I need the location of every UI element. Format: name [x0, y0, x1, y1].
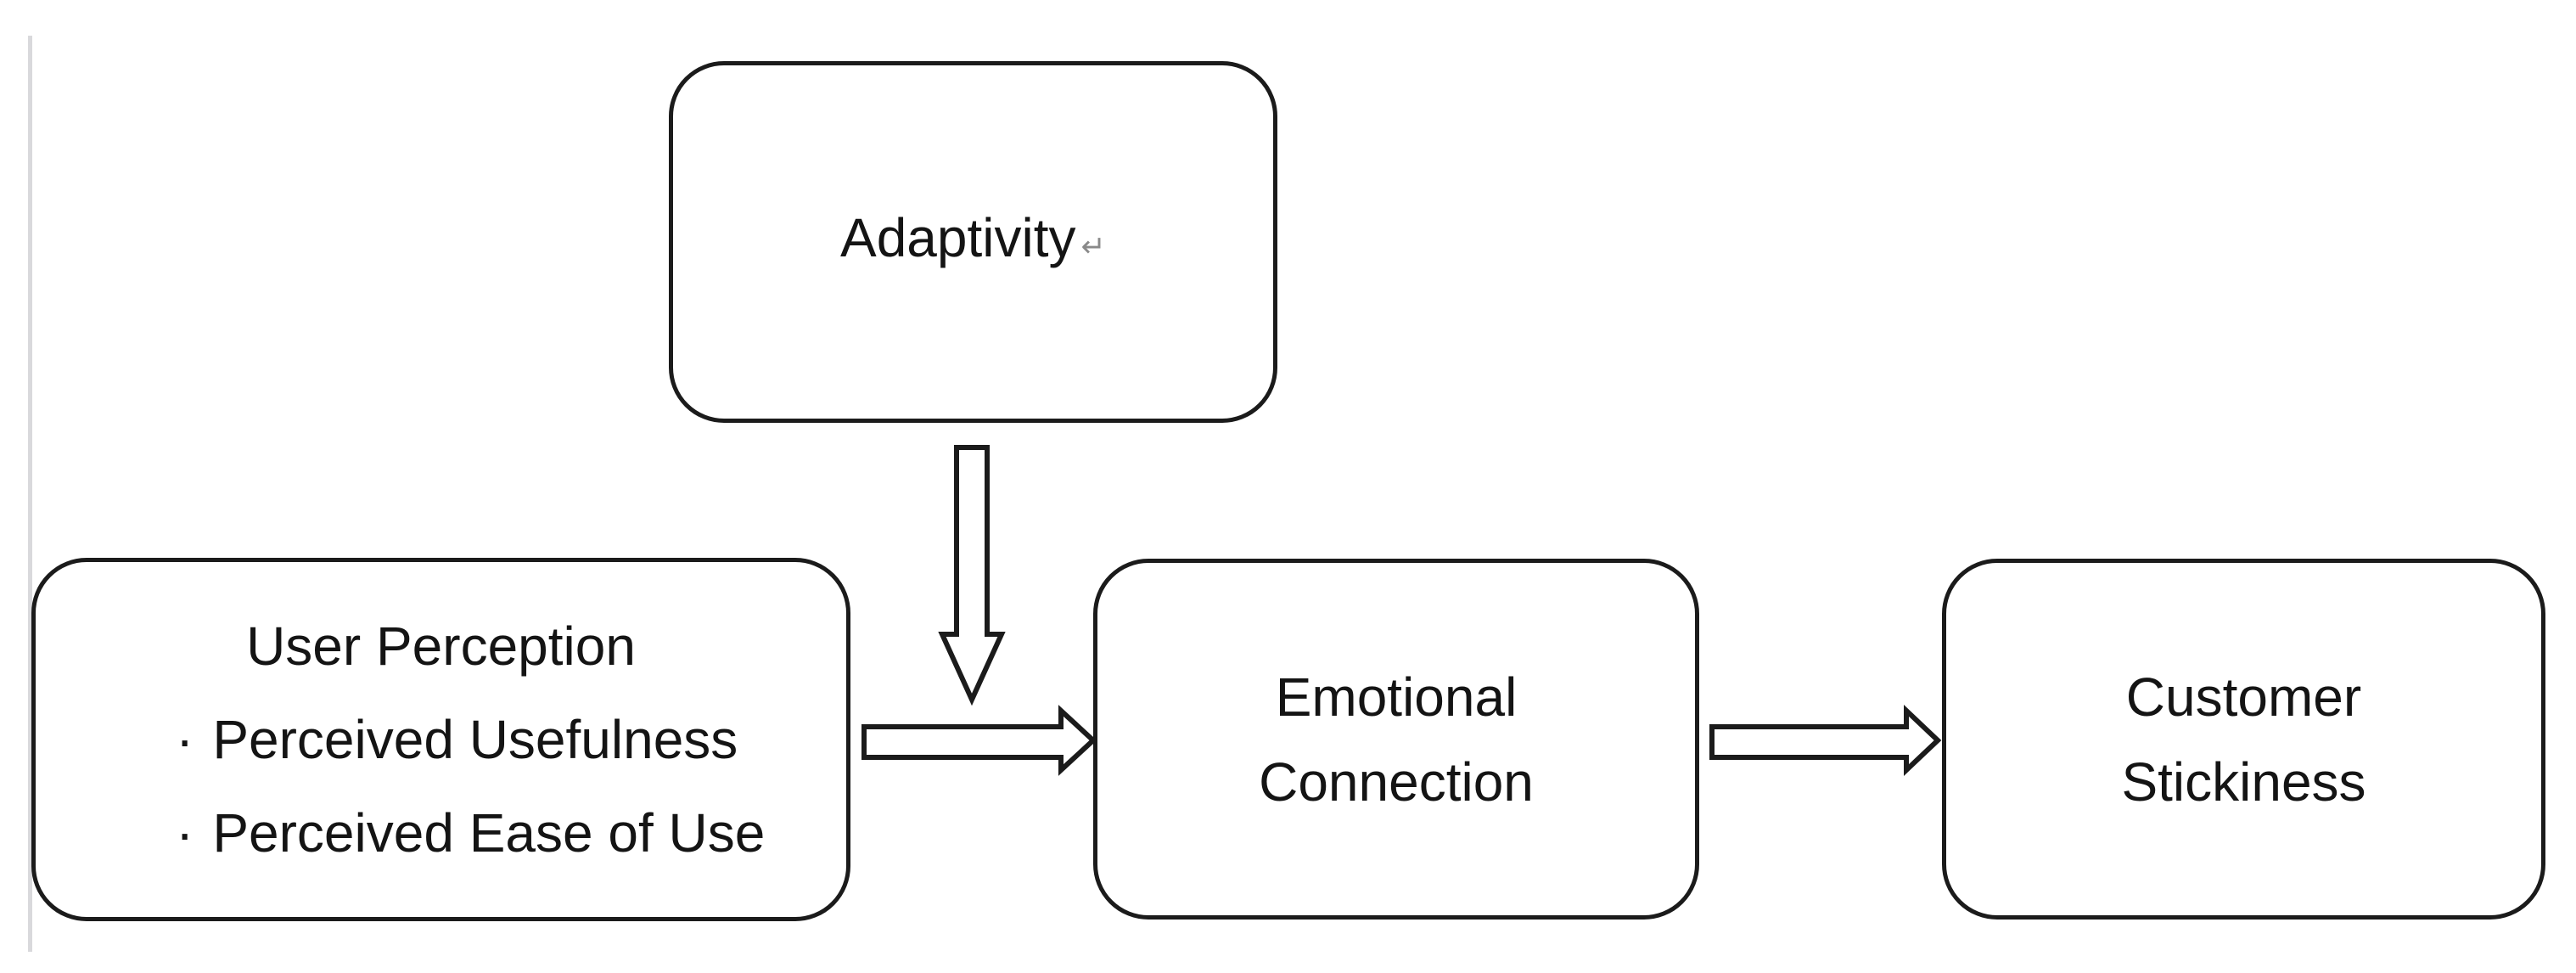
- page-margin-rule: [28, 36, 32, 952]
- arrow-emotional-connection-to-customer-stickiness: [1709, 705, 1942, 776]
- node-emotional-connection: Emotional Connection: [1093, 559, 1699, 920]
- node-user-perception: User Perception · Perceived Usefulness ·…: [31, 558, 850, 921]
- paragraph-return-mark: ↵: [1080, 229, 1106, 263]
- node-emotional-connection-line1: Emotional: [1275, 666, 1518, 728]
- node-adaptivity: Adaptivity↵: [669, 61, 1277, 423]
- bullet-dot: ·: [176, 709, 194, 770]
- arrow-adaptivity-down: [938, 445, 1006, 706]
- node-customer-stickiness-line1: Customer: [2125, 666, 2362, 728]
- bullet-item: · Perceived Ease of Use: [36, 786, 846, 880]
- arrow-user-perception-to-emotional-connection: [861, 705, 1097, 776]
- node-user-perception-title: User Perception: [246, 616, 636, 677]
- node-adaptivity-text: Adaptivity: [840, 206, 1076, 268]
- bullet-text-perceived-usefulness: Perceived Usefulness: [212, 709, 738, 770]
- node-customer-stickiness-line2: Stickiness: [2121, 751, 2366, 813]
- bullet-dot: ·: [176, 802, 194, 863]
- node-customer-stickiness: Customer Stickiness: [1942, 559, 2545, 920]
- bullet-text-perceived-ease-of-use: Perceived Ease of Use: [212, 802, 766, 863]
- node-emotional-connection-line2: Connection: [1259, 751, 1534, 813]
- node-adaptivity-label: Adaptivity↵: [840, 204, 1106, 281]
- bullet-item: · Perceived Usefulness: [36, 693, 846, 786]
